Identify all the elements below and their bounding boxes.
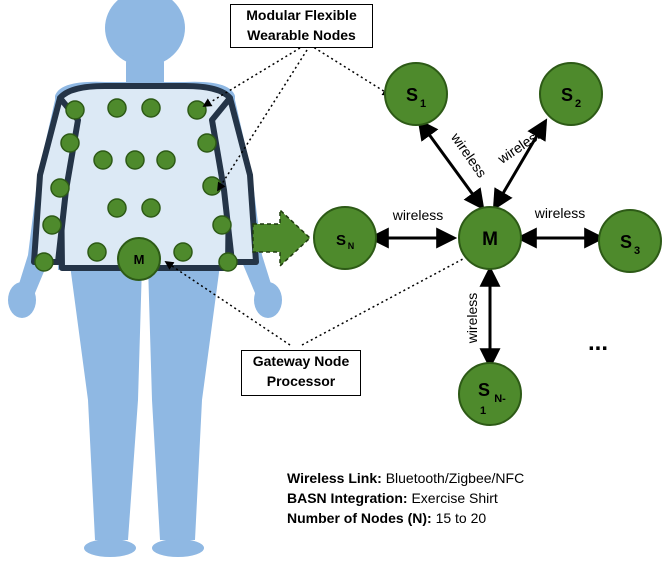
callout-line-to-chest: [202, 47, 301, 107]
wearable-node: [141, 198, 161, 218]
node-sn-minus-1: S N- 1: [458, 362, 522, 426]
body-left-foot: [84, 539, 136, 557]
network-links: [367, 118, 606, 370]
callout-modular-nodes: Modular Flexible Wearable Nodes: [230, 4, 373, 48]
info-basn-label: BASN Integration:: [287, 490, 408, 506]
wearable-node: [60, 133, 80, 153]
node-snm1-label: S: [478, 380, 490, 400]
wearable-node: [50, 178, 70, 198]
node-s2-sub: 2: [575, 98, 581, 110]
info-block: Wireless Link: Bluetooth/Zigbee/NFC BASN…: [287, 468, 524, 528]
node-snm1-extra: 1: [480, 405, 486, 417]
wearable-node: [197, 133, 217, 153]
wearable-node: [156, 150, 176, 170]
wearable-node: [187, 100, 207, 120]
wearable-node: [42, 215, 62, 235]
node-sn: S N: [313, 206, 377, 270]
callout-lines: [164, 44, 478, 346]
info-wireless-link: Wireless Link: Bluetooth/Zigbee/NFC: [287, 468, 524, 488]
node-master-label: M: [482, 229, 498, 250]
callout-gateway-line1: Gateway Node: [252, 353, 350, 369]
link-label-s3: wireless: [534, 205, 586, 221]
info-count-value: 15 to 20: [435, 510, 487, 526]
wearable-node: [141, 98, 161, 118]
wearable-node: [202, 176, 222, 196]
wearable-node: [65, 100, 85, 120]
info-count-label: Number of Nodes (N):: [287, 510, 432, 526]
wearable-node: [87, 242, 107, 262]
body-master-label: M: [134, 252, 145, 267]
callout-gateway-line2: Processor: [266, 373, 336, 389]
node-master: M: [458, 206, 522, 270]
wearable-node: [173, 242, 193, 262]
link-s2: [492, 118, 548, 211]
link-label-snm1: wireless: [464, 293, 480, 345]
callout-modular-line2: Wearable Nodes: [247, 27, 356, 43]
node-s2-label: S: [561, 85, 573, 105]
wearable-node: [212, 215, 232, 235]
callout-line-to-s1: [309, 44, 392, 96]
body-right-foot: [152, 539, 204, 557]
wearable-node: [93, 150, 113, 170]
wearable-node: [34, 252, 54, 272]
node-sn-sub: N: [348, 241, 355, 251]
info-link-label: Wireless Link:: [287, 470, 382, 486]
wearable-nodes: [34, 98, 238, 272]
ellipsis-more-nodes: ...: [588, 329, 608, 356]
wearable-node: [107, 98, 127, 118]
node-s3: S 3: [598, 209, 662, 273]
body-neck: [126, 55, 164, 90]
node-s3-sub: 3: [634, 245, 640, 257]
body-left-leg: [70, 265, 142, 540]
link-label-s2: wireless: [494, 125, 546, 167]
link-label-sn: wireless: [392, 207, 444, 223]
info-basn-value: Exercise Shirt: [411, 490, 498, 506]
callout-modular-line1: Modular Flexible: [246, 7, 357, 23]
info-basn-integration: BASN Integration: Exercise Shirt: [287, 488, 524, 508]
mapping-arrow: [252, 208, 312, 268]
node-s3-label: S: [620, 232, 632, 252]
body-master-node: M: [117, 237, 161, 281]
node-s1: S 1: [384, 62, 448, 126]
info-link-value: Bluetooth/Zigbee/NFC: [385, 470, 525, 486]
callout-line-to-master: [301, 251, 478, 346]
body-right-hand: [254, 282, 282, 318]
node-s2: S 2: [539, 62, 603, 126]
network-nodes: M S 1 S 2 S N S 3 S N- 1: [313, 62, 662, 426]
body-head: [105, 0, 185, 66]
node-snm1-sub: N-: [494, 393, 506, 405]
node-s1-label: S: [406, 85, 418, 105]
callout-gateway-node: Gateway Node Processor: [241, 350, 361, 396]
wearable-node: [107, 198, 127, 218]
info-node-count: Number of Nodes (N): 15 to 20: [287, 508, 524, 528]
body-right-leg: [148, 265, 220, 540]
wearable-node: [218, 252, 238, 272]
node-sn-label: S: [336, 232, 346, 249]
body-left-hand: [8, 282, 36, 318]
link-s1: [417, 118, 485, 211]
wearable-node: [125, 150, 145, 170]
node-s1-sub: 1: [420, 98, 426, 110]
link-label-s1: wireless: [447, 129, 490, 180]
